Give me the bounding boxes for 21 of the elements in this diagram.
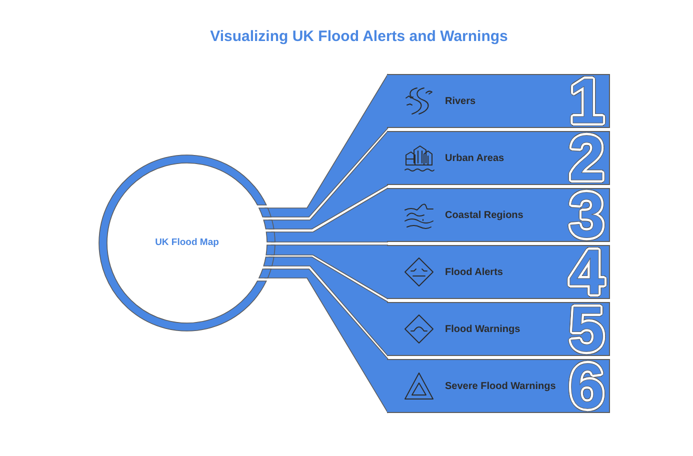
step-number: 1 (569, 74, 607, 128)
band-label: Flood Alerts (445, 266, 503, 278)
ring-node (99, 155, 275, 331)
step-number: 3 (568, 188, 606, 242)
band-label: Rivers (445, 94, 476, 108)
step-number: 6 (567, 359, 606, 414)
category-band (387, 245, 610, 299)
category-band (387, 131, 610, 185)
node-label: UK Flood Map (155, 237, 219, 249)
step-number: 2 (568, 131, 605, 186)
category-band (387, 302, 610, 356)
band-label: Urban Areas (445, 152, 504, 164)
category-band (387, 359, 610, 413)
category-band (387, 188, 610, 242)
band-label: Coastal Regions (445, 208, 524, 222)
step-number: 5 (568, 302, 606, 356)
category-band (387, 74, 610, 128)
step-number: 4 (564, 245, 610, 300)
band-label: Flood Warnings (445, 322, 520, 336)
diagram-title: Visualizing UK Flood Alerts and Warnings (209, 27, 509, 47)
band-label: Severe Flood Warnings (445, 380, 556, 392)
